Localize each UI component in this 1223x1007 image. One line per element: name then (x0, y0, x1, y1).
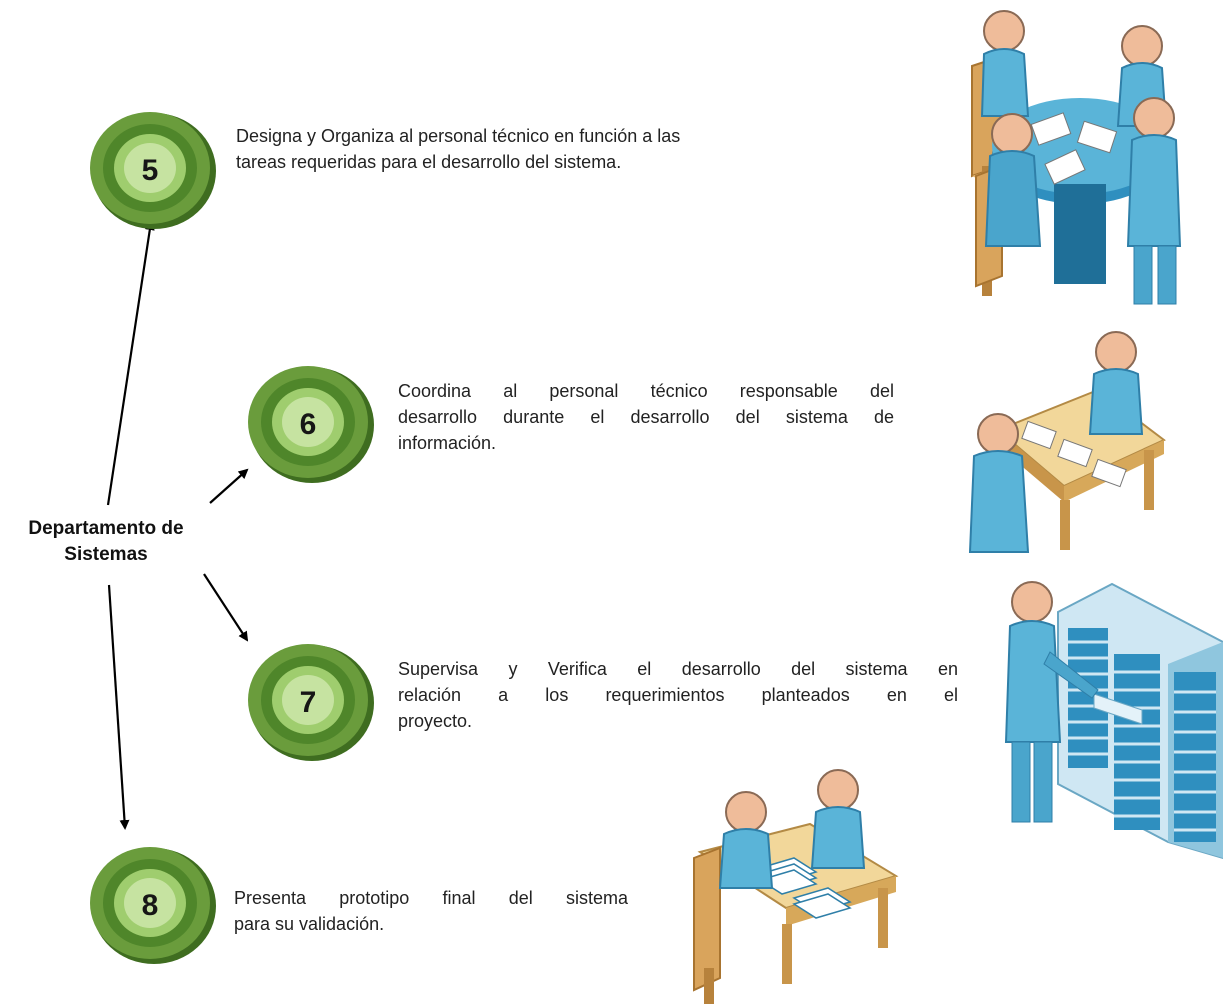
arrow-to-step-8 (107, 584, 130, 830)
step-8-line1: Presenta prototipo final del sistema (234, 888, 628, 908)
arrow-to-step-7 (203, 573, 249, 642)
step-5-number: 5 (142, 154, 159, 187)
step-6-line2: desarrollo durante el desarrollo del sis… (398, 407, 894, 427)
arrow-to-step-5 (106, 220, 155, 506)
step-5-line2: tareas requeridas para el desarrollo del… (236, 152, 622, 172)
step-8-badge: 8 (86, 843, 220, 967)
step-7-description: Supervisa y Verifica el desarrollo del s… (398, 656, 958, 734)
desk-collaboration-illustration (968, 330, 1168, 554)
step-6-line3: información. (398, 433, 497, 453)
step-7-line3: proyecto. (398, 711, 473, 731)
step-6-badge: 6 (244, 362, 378, 486)
step-6-number: 6 (300, 408, 317, 441)
step-7-line1: Supervisa y Verifica el desarrollo del s… (398, 659, 958, 679)
step-7-line2: relación a los requerimientos planteados… (398, 685, 958, 705)
step-8-number: 8 (142, 889, 159, 922)
step-7-number: 7 (300, 686, 317, 719)
department-label-line2: Sistemas (64, 544, 148, 565)
desk-documents-illustration (690, 768, 900, 1006)
step-5-line1: Designa y Organiza al personal técnico e… (236, 126, 681, 146)
department-label-line1: Departamento de (28, 518, 184, 539)
arrow-to-step-6 (209, 468, 249, 504)
step-7-badge: 7 (244, 640, 378, 764)
step-8-description: Presenta prototipo final del sistema par… (234, 885, 628, 937)
server-rack-illustration (1002, 572, 1223, 862)
step-6-description: Coordina al personal técnico responsable… (398, 378, 894, 456)
step-5-badge: 5 (86, 108, 220, 232)
step-6-line1: Coordina al personal técnico responsable… (398, 381, 894, 401)
step-8-line2: para su validación. (234, 914, 385, 934)
department-label: Departamento de Sistemas (4, 516, 208, 568)
meeting-table-illustration (962, 6, 1192, 316)
step-5-description: Designa y Organiza al personal técnico e… (236, 123, 836, 175)
